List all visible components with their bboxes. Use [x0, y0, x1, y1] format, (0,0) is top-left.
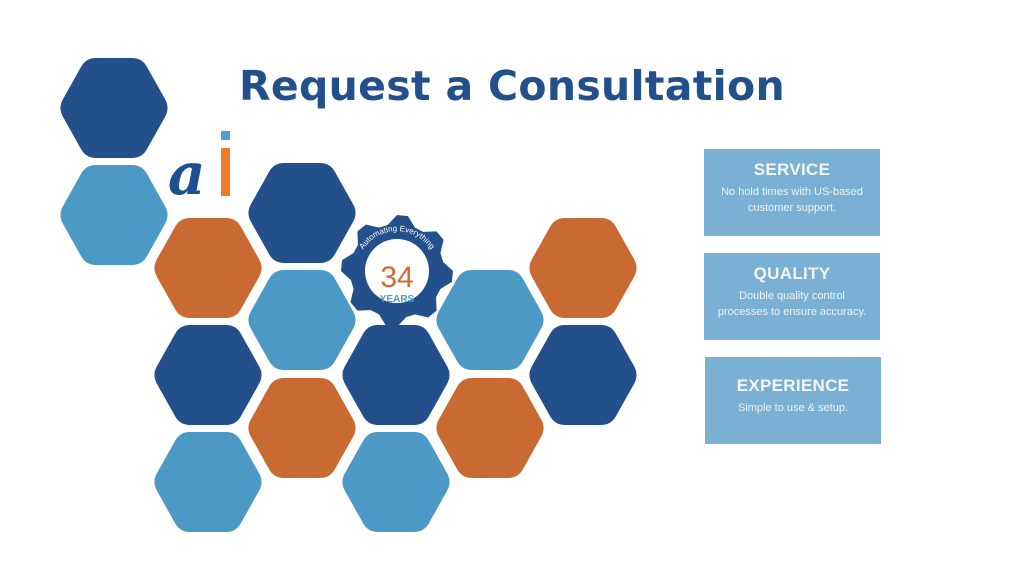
hexagon-light [248, 270, 356, 370]
page-title: Request a Consultation [239, 62, 785, 110]
hexagon-light [436, 270, 544, 370]
hexagon-dark [154, 325, 262, 425]
badge-unit: YEARS [380, 294, 415, 305]
feature-description: Simple to use & setup. [737, 402, 849, 414]
company-logo: a [168, 131, 230, 200]
hexagon-light [342, 432, 450, 532]
feature-title: SERVICE [753, 160, 831, 179]
feature-card-experience: EXPERIENCE Simple to use & setup. [705, 357, 881, 444]
hexagon-dark [529, 325, 637, 425]
hexagon-orange [248, 378, 356, 478]
hexagon-orange [154, 218, 262, 318]
anniversary-gear-badge: Automating Everything 34 YEARS [341, 215, 453, 327]
hexagon-dark [60, 58, 168, 158]
hexagon-orange [529, 218, 637, 318]
svg-text:a: a [168, 140, 206, 200]
hexagon-light [60, 165, 168, 265]
feature-title: QUALITY [753, 264, 831, 283]
hexagon-dark [342, 325, 450, 425]
hexagon-light [154, 432, 262, 532]
hexagon-orange [436, 378, 544, 478]
feature-title: EXPERIENCE [736, 376, 850, 395]
badge-number: 34 [380, 261, 413, 294]
hexagon-dark [248, 163, 356, 263]
